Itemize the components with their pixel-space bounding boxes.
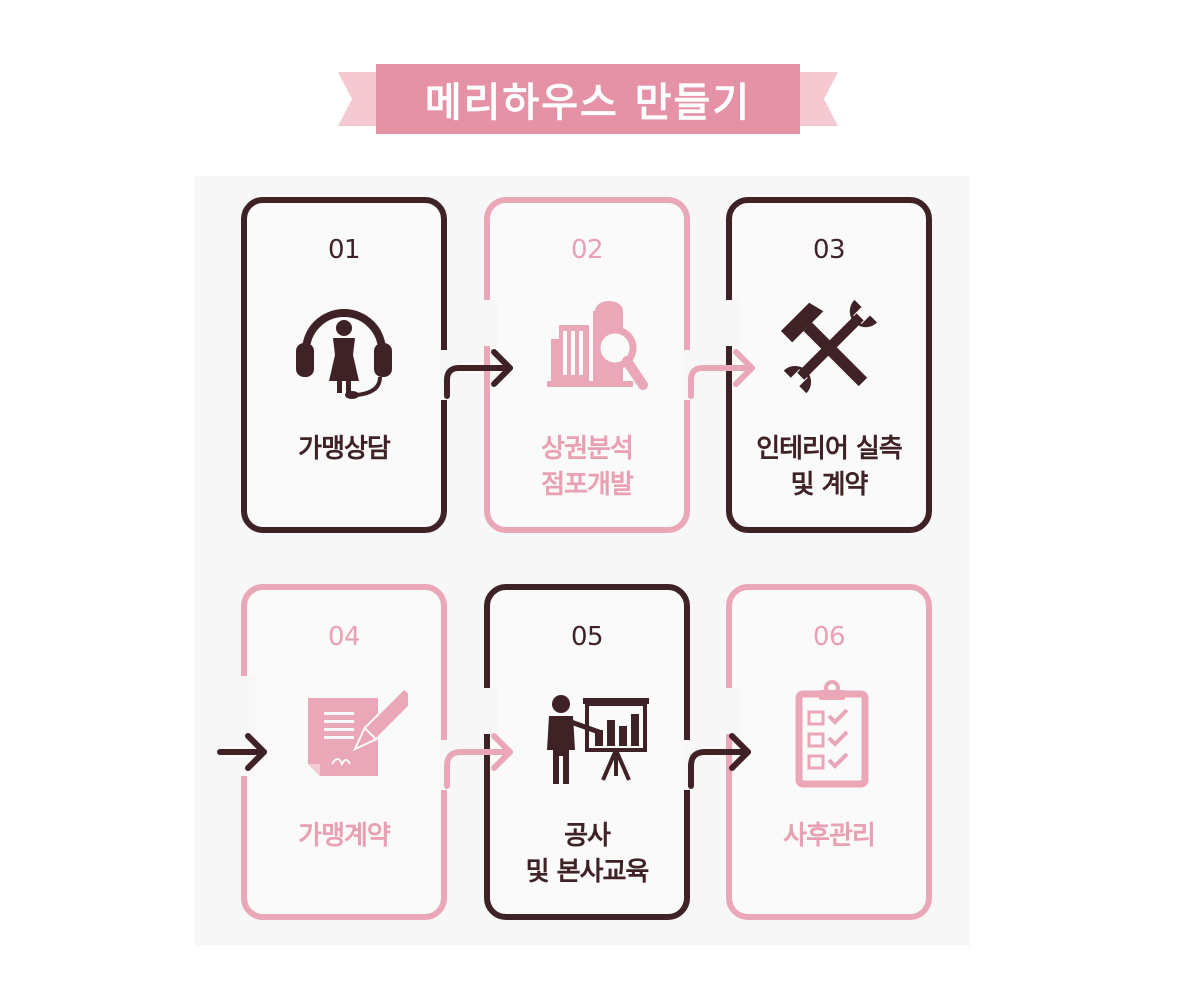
- title-banner: [338, 62, 838, 136]
- step-card-01: 01 가맹상담: [241, 197, 447, 533]
- step-label-line-1: 공사: [564, 821, 611, 851]
- step-number: 05: [570, 622, 604, 652]
- headset-consultant-icon: [280, 293, 408, 403]
- step-card-06: 06 사후관리: [726, 584, 932, 920]
- step-card-03: 03 인테리어 실측 및 계약: [726, 197, 932, 533]
- border-gap: [684, 350, 698, 400]
- step-number: 03: [812, 235, 846, 265]
- step-label: 공사 및 본사교육: [490, 818, 684, 890]
- border-gap: [726, 300, 740, 346]
- contract-pen-icon: [280, 680, 418, 790]
- step-label-line-2: 및 계약: [790, 470, 869, 500]
- border-gap: [440, 740, 454, 790]
- step-number: 06: [812, 622, 846, 652]
- step-label-line-2: 및 본사교육: [525, 857, 650, 887]
- presenter-chart-icon: [523, 680, 651, 790]
- step-number: 01: [327, 235, 361, 265]
- border-gap: [440, 350, 454, 400]
- border-gap: [241, 676, 255, 776]
- border-gap: [484, 688, 498, 734]
- step-label: 상권분석 점포개발: [490, 431, 684, 503]
- step-label: 사후관리: [783, 821, 876, 851]
- hammer-wrench-icon: [765, 293, 893, 403]
- step-number: 04: [327, 622, 361, 652]
- border-gap: [484, 300, 498, 346]
- border-gap: [684, 740, 698, 790]
- step-label-line-1: 인테리어 실측: [756, 434, 903, 464]
- banner-title: 메리하우스 만들기: [424, 80, 752, 126]
- step-card-02: 02 상권분석 점포개발: [484, 197, 690, 533]
- step-label-line-1: 상권분석: [541, 434, 634, 464]
- step-label: 인테리어 실측 및 계약: [732, 431, 926, 503]
- step-number: 02: [570, 235, 604, 265]
- banner-ribbon-tails: [338, 64, 838, 134]
- checklist-clipboard-icon: [765, 680, 893, 790]
- step-card-05: 05 공사 및 본사교육: [484, 584, 690, 920]
- border-gap: [726, 688, 740, 734]
- building-magnifier-icon: [523, 293, 651, 403]
- step-label: 가맹상담: [298, 434, 391, 464]
- step-card-04: 04 가맹계약: [241, 584, 447, 920]
- step-label: 가맹계약: [298, 821, 391, 851]
- step-label-line-2: 점포개발: [541, 470, 634, 500]
